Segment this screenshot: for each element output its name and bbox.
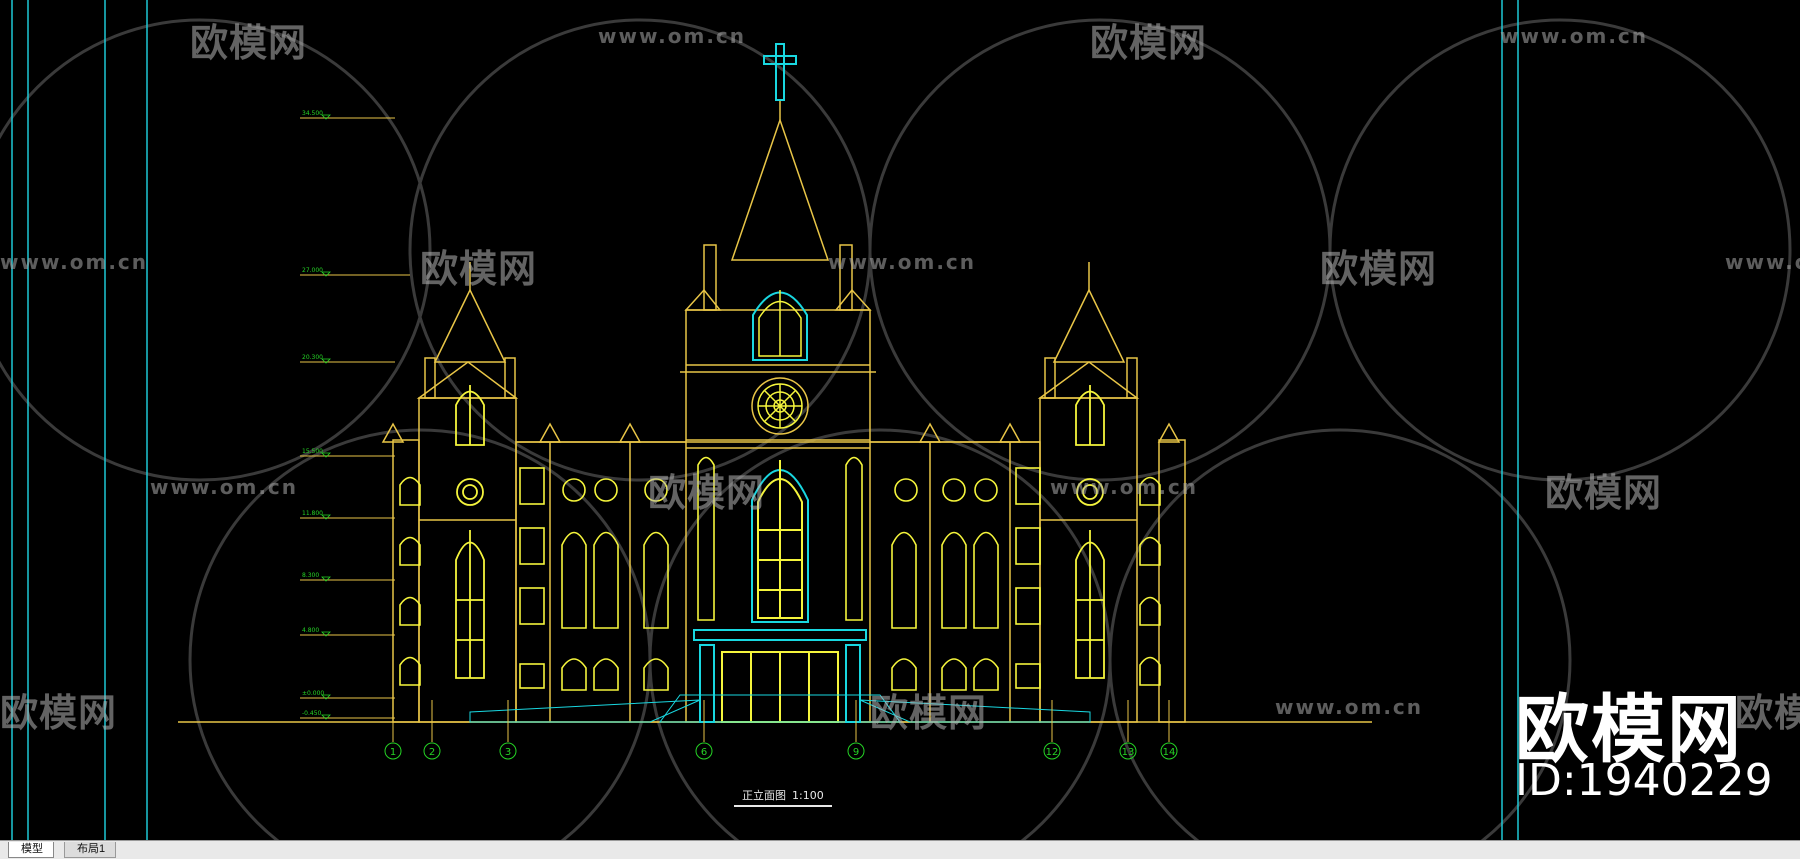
level-label: 27.000 [302,267,323,274]
axis-label: 9 [853,747,859,758]
level-marker-icon [321,452,331,458]
watermark-brand: 欧模网 [1090,21,1208,65]
nave-central-window [751,460,809,623]
level-marker-icon [321,714,331,720]
axis-bubble [384,742,402,760]
cross-icon [763,43,797,101]
nave-windows [399,456,1161,691]
tower-windows [455,385,1105,679]
viewport-guide-lines [11,0,1519,840]
level-label: -0.450 [302,710,322,717]
level-marker-icon [321,114,331,120]
watermark-url: www.om.cn [1275,695,1424,719]
level-label: 8.300 [302,572,319,579]
axis-bubble [695,742,713,760]
level-label: 4.800 [302,627,319,634]
level-label: 20.300 [302,354,323,361]
watermark-brand: 欧模网 [1545,471,1663,515]
axis-label: 6 [701,747,707,758]
axis-label: 2 [429,747,435,758]
axis-bubble [1119,742,1137,760]
level-label: ±0.000 [302,690,324,697]
axis-lines [392,660,1170,742]
level-label: 15.500 [302,448,323,455]
level-marker-icon [321,576,331,582]
axis-bubble [847,742,865,760]
axis-bubble [1043,742,1061,760]
level-marker-icon [321,631,331,637]
watermark-url: www.om.cn [828,250,977,274]
tab-model[interactable]: 模型 [8,842,54,858]
level-label: 34.500 [302,110,323,117]
watermark-brand: 欧模网 [190,21,308,65]
watermark-url: www.om.cn [1050,475,1199,499]
watermark-brand-large: 欧模网 [1515,687,1743,773]
axis-label: 3 [505,747,511,758]
level-labels: 34.500 27.000 20.300 15.500 11.800 8.300 4.800… [302,110,331,720]
entrance-portal [469,629,1091,723]
axis-bubble [499,742,517,760]
level-marker-icon [321,358,331,364]
layout-tab-bar: 模型 布局1 [0,840,1800,859]
watermark-url: www.om.cn [0,250,149,274]
axis-label: 13 [1122,747,1135,758]
level-marker-icon [321,514,331,520]
axis-bubble [1160,742,1178,760]
watermark-url: www.om.cn [598,24,747,48]
tab-layout1[interactable]: 布局1 [64,842,117,858]
axis-label: 12 [1046,747,1059,758]
level-marker-icon [321,271,331,277]
axis-label: 14 [1163,747,1176,758]
axis-label: 1 [390,747,396,758]
watermark-brand: 欧模网 [0,691,118,735]
rose-window [751,377,809,435]
drawing-title: 正立面图 [742,788,786,802]
level-label: 11.800 [302,510,323,517]
axis-bubble [423,742,441,760]
watermark-brand: 欧模网 [1735,691,1800,735]
drawing-scale: 1:100 [792,789,824,802]
watermark-brand: 欧模网 [1320,247,1438,291]
watermark-url: www.om.cn [150,475,299,499]
watermark-brand: 欧模网 [648,471,766,515]
watermark-id: ID:1940229 [1515,755,1773,806]
tower-belfry-window [752,291,808,361]
watermark-url: www.om.cn [1500,24,1649,48]
watermark-url: www.om.cn [1725,250,1800,274]
level-marks [300,117,410,719]
level-marker-icon [321,694,331,700]
watermark-brand: 欧模网 [870,691,988,735]
watermark-circles [0,18,1792,859]
watermark-brand: 欧模网 [420,247,538,291]
